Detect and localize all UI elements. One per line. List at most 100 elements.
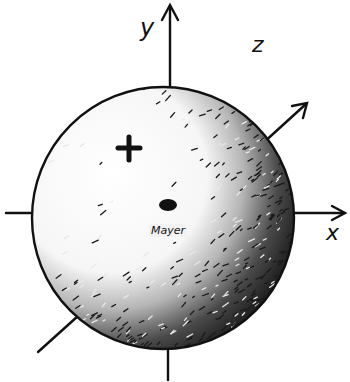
- texture-stroke: [83, 319, 86, 321]
- texture-stroke: [162, 328, 165, 329]
- texture-stroke: [123, 272, 129, 276]
- texture-stroke: [147, 286, 149, 288]
- texture-stroke: [287, 234, 291, 238]
- texture-stroke: [248, 228, 252, 229]
- texture-stroke: [212, 332, 216, 334]
- texture-stroke: [277, 219, 282, 224]
- texture-stroke: [80, 285, 83, 288]
- texture-stroke: [222, 279, 227, 281]
- texture-stroke: [254, 297, 257, 299]
- texture-stroke: [94, 294, 100, 296]
- texture-stroke: [246, 262, 248, 264]
- texture-stroke: [159, 266, 163, 269]
- texture-stroke: [195, 261, 200, 264]
- texture-stroke: [233, 224, 236, 226]
- texture-stroke: [62, 252, 68, 254]
- texture-stroke: [92, 240, 98, 243]
- texture-stroke: [252, 195, 256, 197]
- texture-stroke: [177, 259, 183, 262]
- texture-stroke: [252, 244, 258, 248]
- texture-stroke: [221, 144, 226, 146]
- texture-stroke: [127, 327, 131, 331]
- texture-stroke: [129, 336, 132, 339]
- texture-stroke: [92, 313, 98, 316]
- texture-stroke: [150, 280, 154, 283]
- texture-stroke: [142, 333, 145, 336]
- texture-stroke: [237, 172, 241, 174]
- texture-stroke: [202, 333, 205, 337]
- texture-stroke: [173, 280, 177, 285]
- texture-stroke: [217, 231, 221, 233]
- texture-stroke: [207, 110, 211, 111]
- texture-stroke: [245, 147, 250, 150]
- texture-stroke: [192, 148, 198, 150]
- texture-stroke: [254, 225, 258, 228]
- texture-stroke: [216, 318, 221, 320]
- texture-stroke: [64, 236, 68, 239]
- sphere-outline: [32, 87, 294, 349]
- texture-stroke: [230, 231, 234, 236]
- texture-stroke: [212, 294, 215, 297]
- texture-stroke: [242, 122, 246, 124]
- texture-stroke: [236, 264, 239, 265]
- texture-stroke: [182, 119, 185, 120]
- texture-stroke: [222, 213, 226, 217]
- texture-stroke: [202, 294, 208, 296]
- texture-stroke: [144, 252, 149, 256]
- texture-stroke: [248, 239, 254, 242]
- texture-stroke: [206, 142, 209, 144]
- texture-stroke: [112, 304, 116, 306]
- texture-stroke: [258, 215, 260, 216]
- texture-stroke: [214, 135, 217, 138]
- texture-stroke: [103, 320, 105, 321]
- texture-stroke: [252, 178, 257, 182]
- texture-stroke: [240, 309, 246, 311]
- texture-stroke: [161, 327, 167, 329]
- texture-stroke: [216, 285, 218, 286]
- texture-stroke: [274, 184, 280, 186]
- texture-stroke: [224, 291, 227, 295]
- texture-stroke: [223, 303, 229, 307]
- texture-stroke: [143, 268, 146, 271]
- texture-stroke: [141, 343, 143, 344]
- texture-stroke: [246, 151, 249, 153]
- texture-stroke: [254, 135, 258, 138]
- texture-stroke: [261, 255, 264, 258]
- texture-stroke: [213, 311, 217, 312]
- texture-stroke: [128, 337, 131, 341]
- texture-stroke: [240, 229, 242, 231]
- texture-stroke: [100, 162, 102, 164]
- texture-stroke: [271, 281, 274, 283]
- plus-mark: [118, 137, 140, 160]
- texture-stroke: [257, 194, 260, 196]
- texture-stroke: [156, 102, 159, 104]
- texture-stroke: [246, 129, 250, 131]
- texture-stroke: [171, 113, 175, 118]
- texture-stroke: [277, 214, 279, 216]
- texture-stroke: [278, 261, 283, 265]
- texture-stroke: [117, 317, 121, 320]
- texture-stroke: [189, 110, 192, 113]
- texture-stroke: [245, 258, 249, 261]
- texture-stroke: [232, 112, 235, 114]
- axis-label: y: [140, 16, 154, 40]
- texture-stroke: [56, 275, 61, 278]
- texture-stroke: [124, 309, 128, 312]
- texture-stroke: [198, 119, 201, 121]
- texture-stroke: [235, 289, 238, 293]
- texture-stroke: [248, 124, 251, 126]
- texture-stroke: [49, 161, 54, 163]
- texture-stroke: [185, 318, 187, 320]
- texture-stroke: [244, 266, 247, 269]
- texture-stroke: [219, 234, 224, 238]
- texture-stroke: [172, 182, 176, 186]
- texture-stroke: [243, 297, 246, 300]
- texture-stroke: [62, 288, 66, 290]
- texture-stroke: [135, 341, 137, 343]
- texture-stroke: [276, 200, 282, 203]
- texture-stroke: [199, 338, 203, 342]
- texture-stroke: [171, 267, 173, 269]
- texture-stroke: [271, 171, 273, 173]
- texture-stroke: [260, 138, 263, 140]
- texture-stroke: [260, 247, 266, 249]
